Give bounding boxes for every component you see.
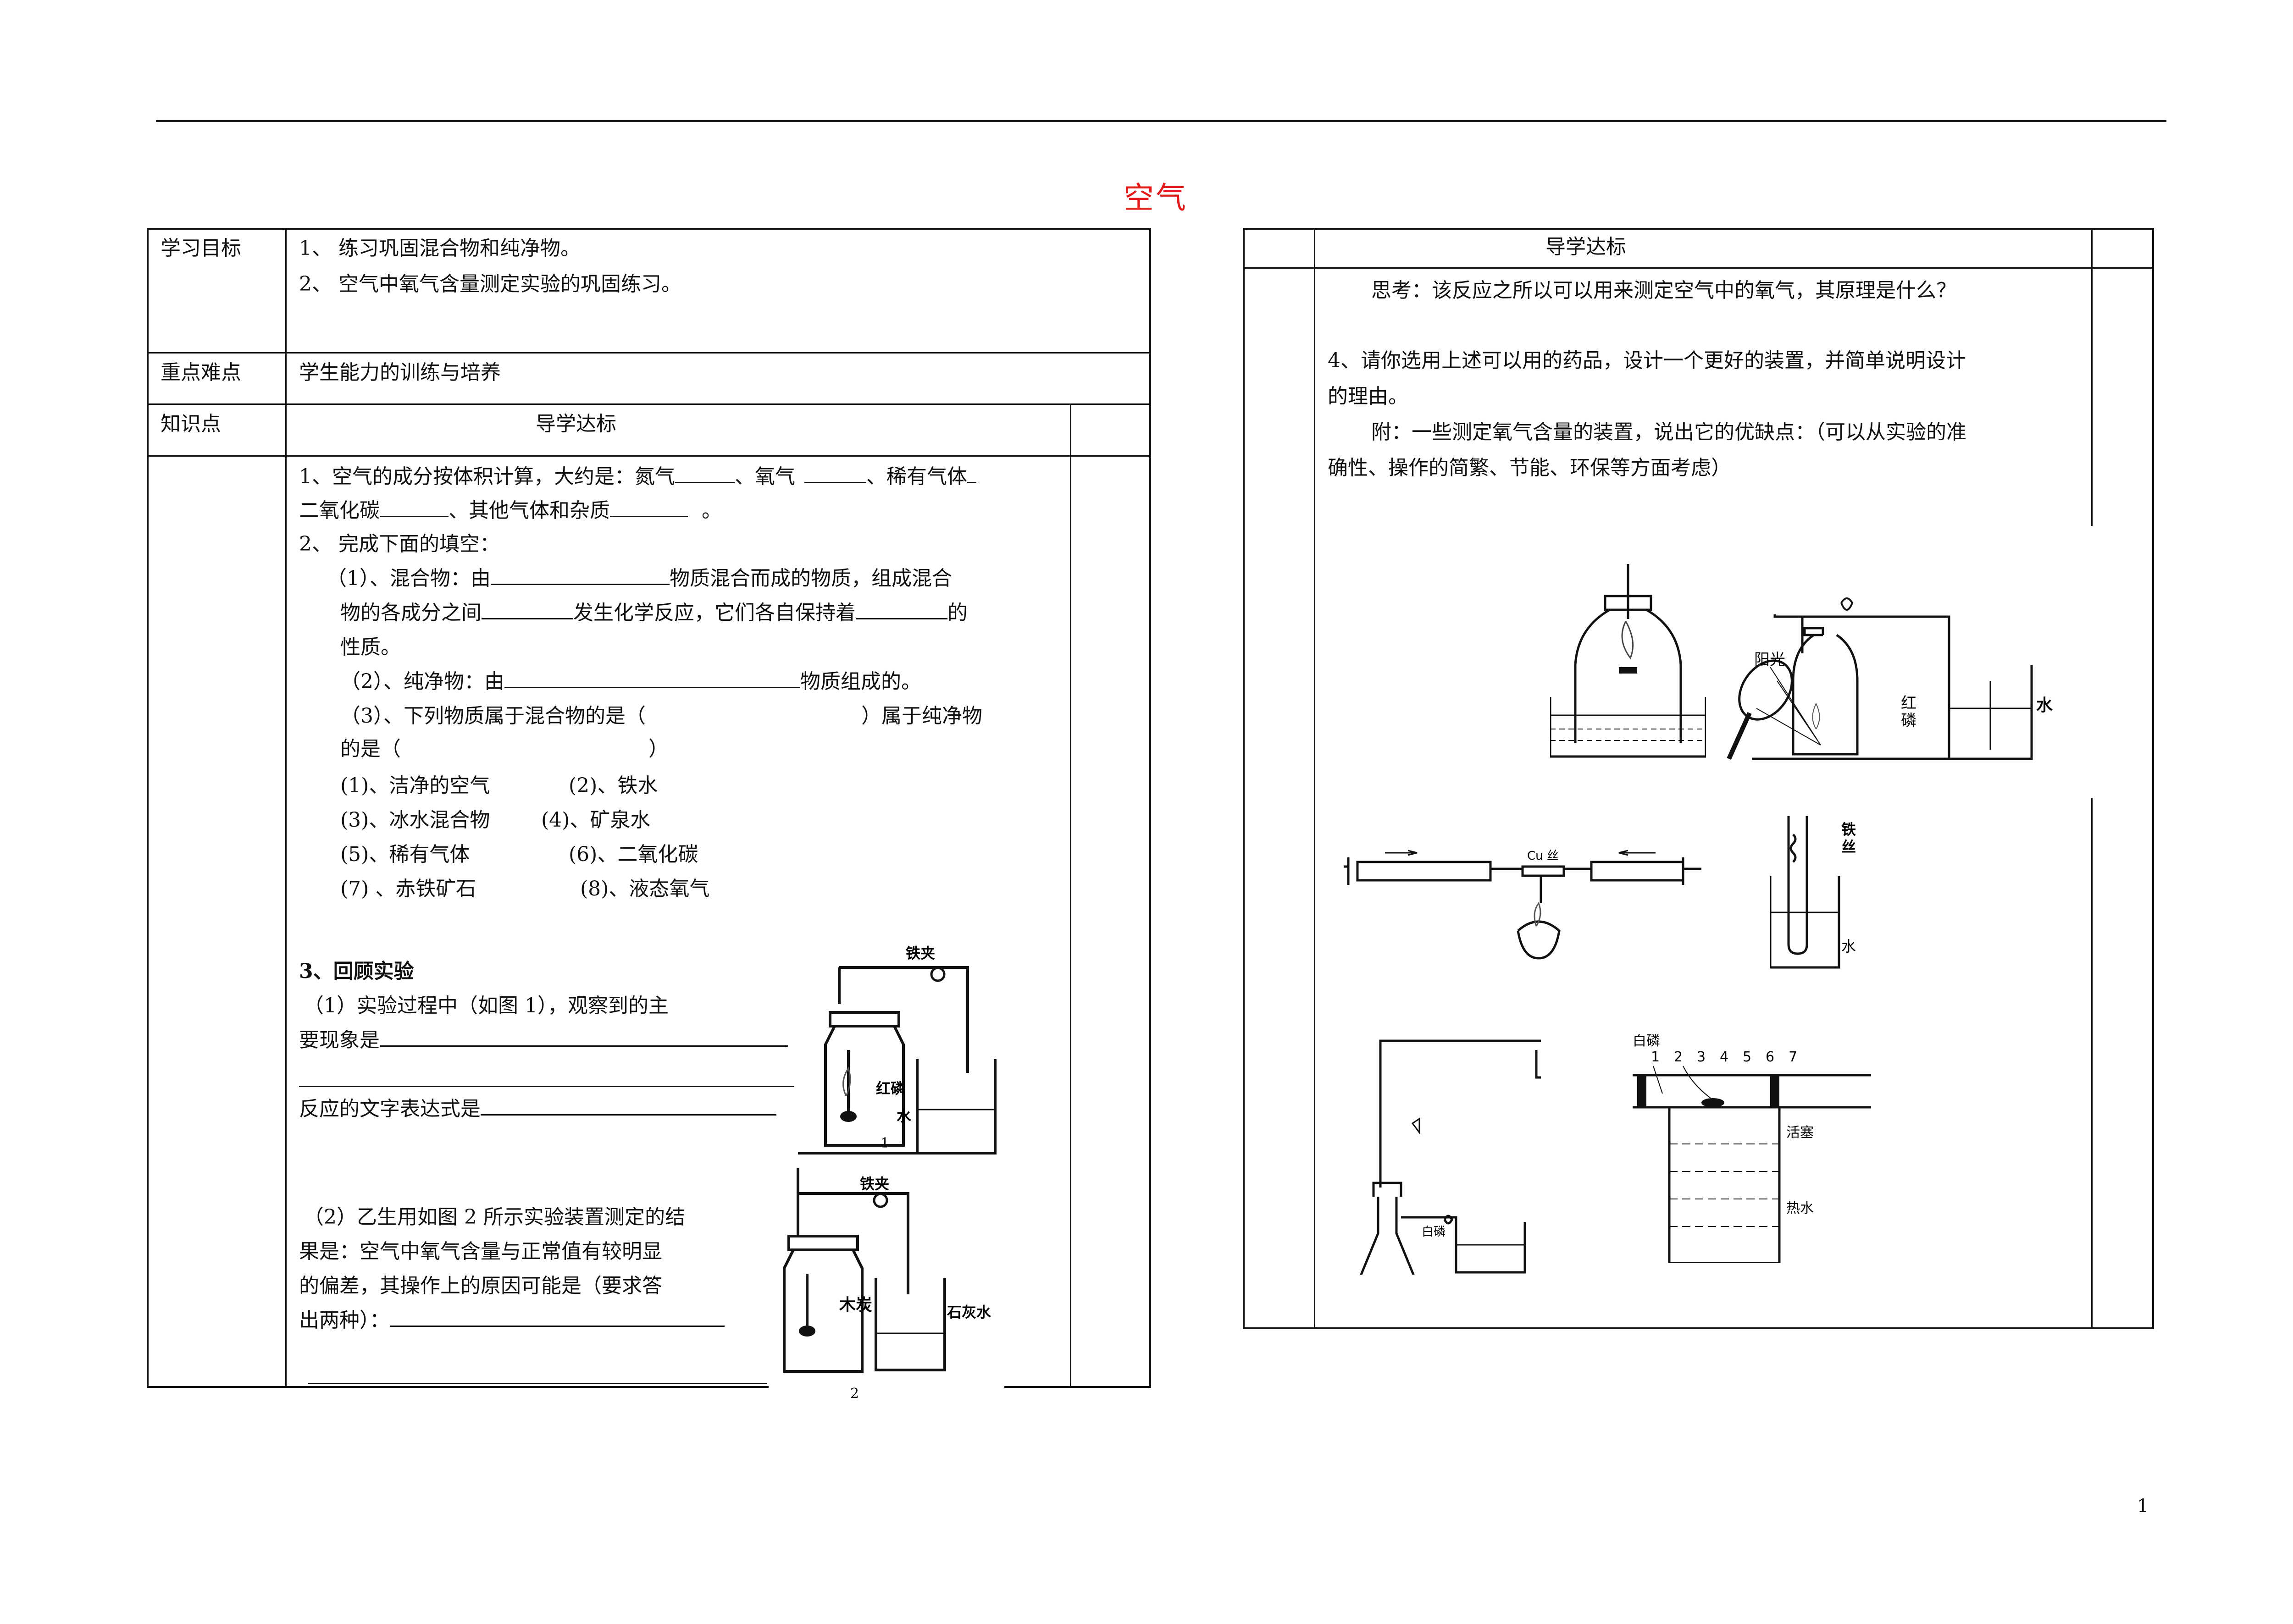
knowledge-label: 知识点 [161, 412, 221, 436]
blank[interactable] [856, 598, 947, 619]
blank[interactable] [675, 462, 735, 483]
label-piston: 活塞 [1786, 1125, 1814, 1141]
fig1-label-water: 水 [897, 1107, 912, 1125]
q4-line1: 4、请你选用上述可以用的药品，设计一个更好的装置，并简单说明设计 [1328, 349, 1966, 372]
q3-s2-line4: 出两种）： [299, 1304, 725, 1337]
blank[interactable] [491, 563, 670, 585]
q3-s1-line1: （1）实验过程中（如图 1），观察到的主 [304, 994, 669, 1017]
scale-tick: 2 [1674, 1049, 1683, 1065]
option-5: (5)、稀有气体 [340, 843, 470, 866]
bell-jar-apparatus [1550, 564, 1706, 758]
sunlight-apparatus: 阳光 红 磷 水 [1727, 597, 2053, 760]
think-question: 思考：该反应之所以可以用来测定空气中的氧气，其原理是什么？ [1371, 279, 1956, 302]
q3-s1-line2: 要现象是 [299, 1023, 788, 1057]
label-iron-1: 铁 [1841, 821, 1856, 838]
q4-line2: 的理由。 [1328, 385, 1408, 408]
label-iron-2: 丝 [1841, 838, 1856, 856]
q1-line1: 1、空气的成分按体积计算，大约是：氮气、氧气、稀有气体 [299, 460, 976, 494]
blank[interactable] [380, 1025, 788, 1047]
q2-p3-line1: （3）、下列物质属于混合物的是（）属于纯净物 [340, 704, 982, 728]
label-cu-wire: Cu 丝 [1527, 849, 1559, 863]
goal-item-2: 2、 空气中氧气含量测定实验的巩固练习。 [299, 272, 681, 296]
fig2-label-clip: 铁夹 [860, 1175, 889, 1193]
right-header: 导学达标 [1545, 235, 1626, 259]
scale-tube-apparatus: 白磷 1 2 3 4 5 6 7 活塞 热水 [1633, 1034, 1871, 1263]
q2-intro: 2、 完成下面的填空： [299, 532, 500, 556]
label-red-phosphorus-1: 红 [1901, 694, 1916, 713]
q3-s2-line1: （2）乙生用如图 2 所示实验装置测定的结 [304, 1205, 685, 1229]
answer-line [308, 1383, 767, 1384]
iron-wire-apparatus: 铁 丝 水 [1770, 816, 1856, 969]
blank[interactable] [481, 1094, 776, 1116]
header-rule [156, 120, 2166, 122]
fig2-label-limewater: 石灰水 [947, 1304, 991, 1321]
answer-line [299, 1086, 794, 1087]
scale-tick: 7 [1789, 1049, 1797, 1065]
blank[interactable] [967, 462, 976, 483]
blank[interactable] [482, 598, 573, 619]
q3-s2-line2: 果是：空气中氧气含量与正常值有较明显 [299, 1240, 662, 1263]
knowledge-header: 导学达标 [536, 412, 616, 436]
fig2-label-charcoal: 木炭 [839, 1296, 872, 1315]
copper-wire-apparatus: Cu 丝 [1344, 849, 1701, 960]
key-text: 学生能力的训练与培养 [299, 361, 501, 384]
blank[interactable] [390, 1305, 725, 1327]
q1-line2: 二氧化碳、其他气体和杂质。 [299, 494, 722, 528]
blank[interactable] [380, 496, 449, 517]
goal-item-1: 1、 练习巩固混合物和纯净物。 [299, 237, 581, 260]
label-red-phosphorus-2: 磷 [1901, 712, 1916, 730]
figure-2-caption: 2 [850, 1386, 859, 1402]
figure-2-apparatus: 铁夹 木炭 石灰水 [783, 1168, 991, 1373]
scale-tick: 3 [1697, 1049, 1706, 1065]
q3-s2-line3: 的偏差，其操作上的原因可能是（要求答 [299, 1274, 662, 1298]
key-label: 重点难点 [161, 361, 241, 384]
option-4: (4)、矿泉水 [541, 808, 651, 832]
figure-1-apparatus: 铁夹 红磷 水 [798, 945, 997, 1154]
q2-p2: （2）、纯净物：由物质组成的。 [340, 665, 921, 699]
scale-tick: 6 [1766, 1049, 1774, 1065]
q2-p1-line1: （1）、混合物：由物质混合而成的物质，组成混合 [327, 562, 952, 596]
option-1: (1)、洁净的空气 [340, 774, 490, 797]
scale-tick: 5 [1743, 1049, 1751, 1065]
flask-apparatus: 白磷 [1360, 1039, 1541, 1275]
option-6: (6)、二氧化碳 [569, 843, 698, 866]
page-title: 空气 [1124, 180, 1188, 215]
option-7: (7) 、赤铁矿石 [340, 877, 476, 900]
appendix-line1: 附：一些测定氧气含量的装置，说出它的优缺点：（可以从实验的准 [1371, 420, 1966, 444]
label-water-b: 水 [2036, 696, 2053, 715]
label-white-phosphorus-f: 白磷 [1633, 1034, 1660, 1049]
blank[interactable] [504, 667, 800, 688]
q3-s1-line3: 反应的文字表达式是 [299, 1092, 776, 1126]
blank[interactable] [610, 496, 688, 517]
q3-title: 3、回顾实验 [299, 960, 414, 983]
scale-tick: 1 [1651, 1049, 1660, 1065]
figure-1-caption: 1 [881, 1135, 890, 1151]
option-8: (8)、液态氧气 [580, 877, 710, 900]
q2-p1-line2: 物的各成分之间发生化学反应，它们各自保持着的 [340, 596, 968, 630]
q2-p3-line2: 的是（） [340, 737, 669, 761]
label-water-d: 水 [1841, 938, 1856, 955]
goals-label: 学习目标 [161, 237, 241, 260]
blank[interactable] [804, 462, 866, 483]
appendix-line2: 确性、操作的简繁、节能、环保等方面考虑） [1328, 456, 1731, 480]
label-white-phosphorus-e: 白磷 [1422, 1225, 1446, 1239]
fig1-label-clip: 铁夹 [906, 945, 935, 962]
option-3: (3)、冰水混合物 [340, 808, 490, 832]
label-hot-water: 热水 [1786, 1200, 1814, 1216]
option-2: (2)、铁水 [569, 774, 658, 797]
page-number: 1 [2137, 1496, 2149, 1517]
q2-p1-line3: 性质。 [340, 635, 401, 659]
scale-tick: 4 [1720, 1049, 1728, 1065]
label-sunlight: 阳光 [1754, 651, 1785, 669]
fig1-label-phosphorus: 红磷 [876, 1080, 905, 1097]
